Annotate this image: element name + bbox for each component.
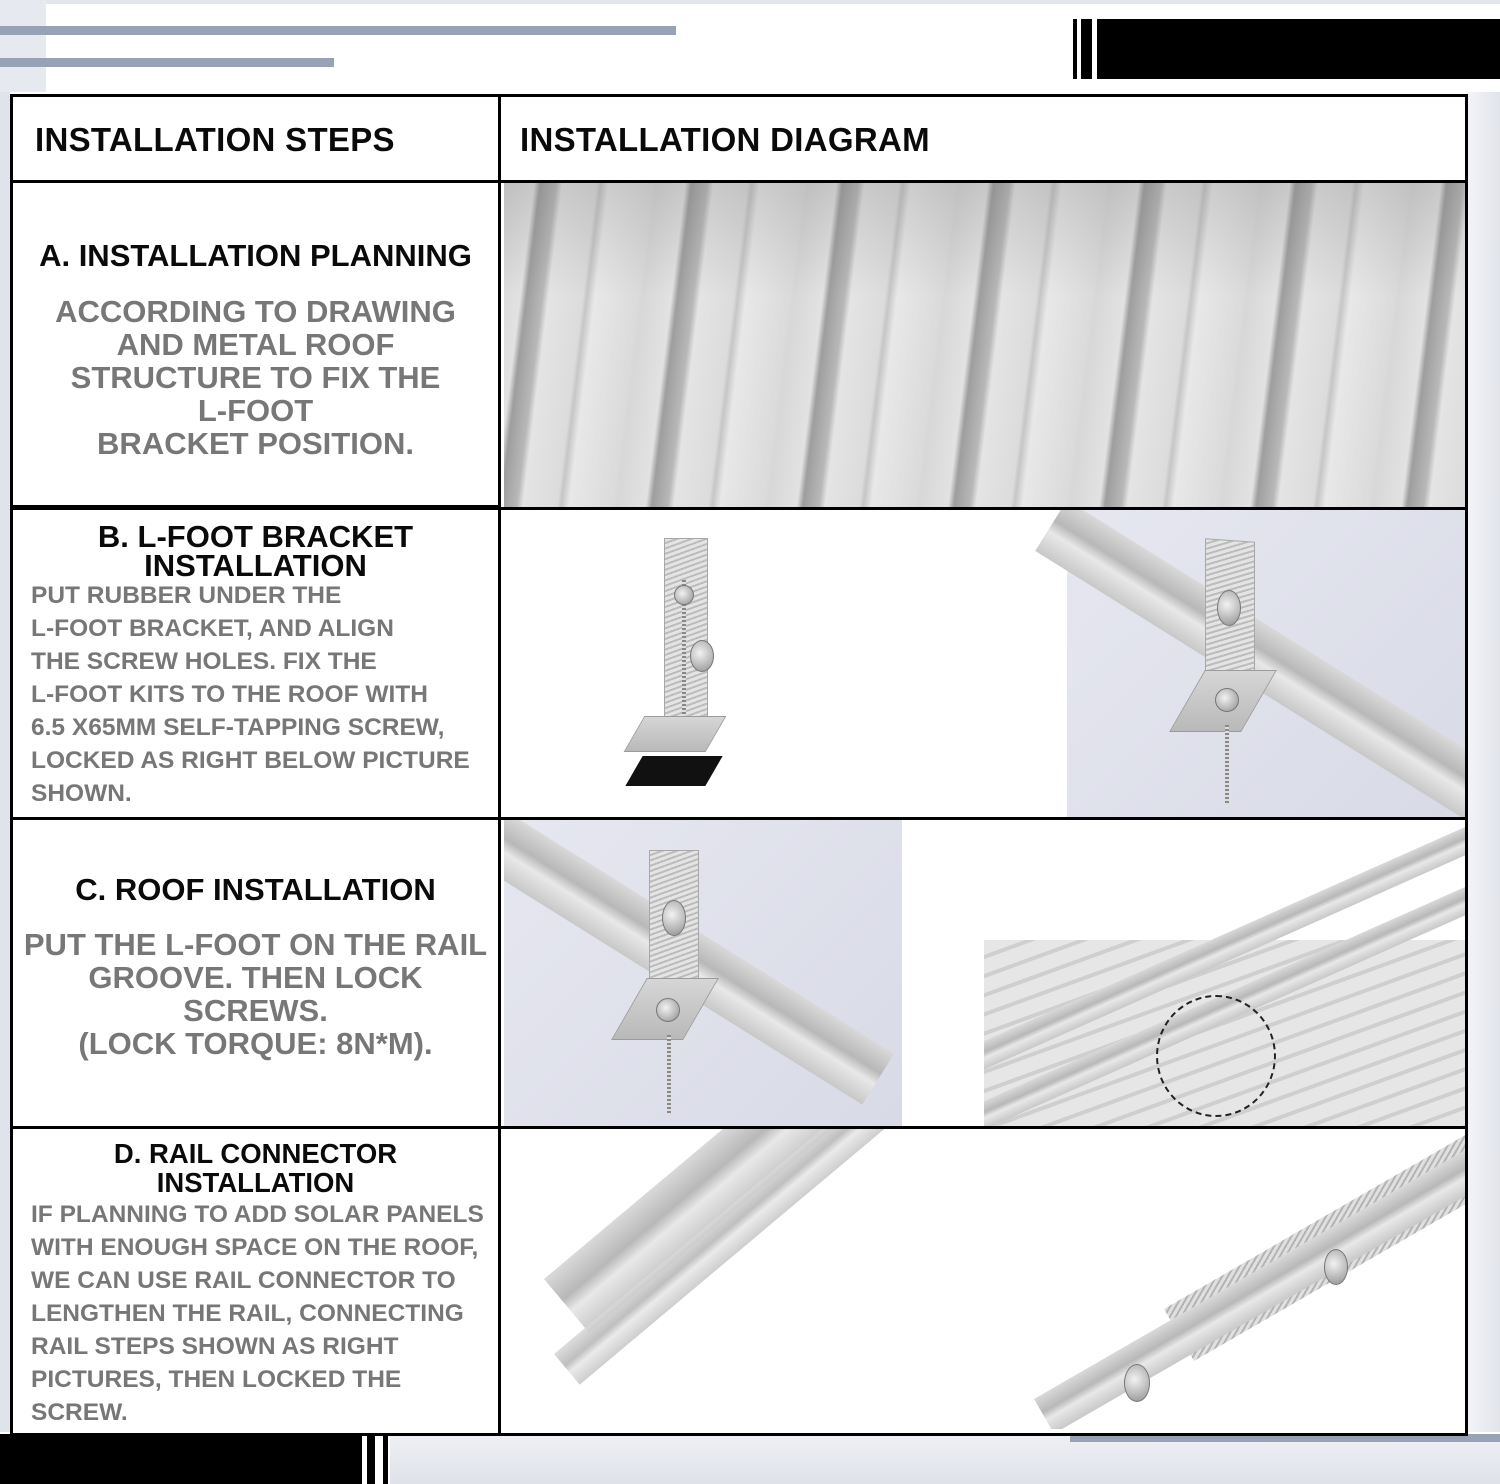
header-cell-steps: INSTALLATION STEPS [13, 97, 501, 180]
table-header-row: INSTALLATION STEPS INSTALLATION DIAGRAM [13, 97, 1465, 183]
left-edge-decor [0, 92, 10, 1432]
step-b-description: PUT RUBBER UNDER THE L-FOOT BRACKET, AND… [13, 579, 498, 810]
step-c-line: PUT THE L-FOOT ON THE RAIL [23, 927, 488, 962]
step-c-line: (LOCK TORQUE: 8N*M). [78, 1026, 433, 1061]
decor-bar-long [0, 26, 676, 35]
step-d-line: RAIL STEPS SHOWN AS RIGHT [31, 1333, 399, 1360]
step-d-line: PICTURES, THEN LOCKED THE SCREW. [31, 1366, 402, 1426]
l-foot-on-rail-image [504, 820, 902, 1126]
decor-black-stripe [367, 1434, 375, 1484]
decor-black-stripe [1081, 19, 1092, 79]
row-divider [13, 505, 498, 510]
step-c-line: GROOVE. THEN LOCK [88, 960, 423, 995]
step-c-text-cell: C. ROOF INSTALLATION PUT THE L-FOOT ON T… [13, 820, 501, 1126]
step-row-a: A. INSTALLATION PLANNING ACCORDING TO DR… [13, 183, 1465, 510]
steps-column-title: INSTALLATION STEPS [35, 121, 395, 158]
step-b-line: L-FOOT KITS TO THE ROOF WITH [31, 681, 428, 708]
step-b-line: LOCKED AS RIGHT BELOW PICTURE [31, 747, 470, 774]
step-a-line: L-FOOT [197, 393, 314, 428]
step-c-title: C. ROOF INSTALLATION [75, 872, 436, 907]
decor-black-stripe [1073, 19, 1077, 79]
l-foot-bracket-image [604, 530, 764, 800]
step-b-line: 6.5 X65MM SELF-TAPPING SCREW, [31, 714, 445, 741]
arrow-right-icon [806, 615, 1046, 725]
step-d-diagram-cell [504, 1129, 1465, 1433]
decor-black-block [1097, 19, 1500, 79]
decor-bar-short [0, 58, 334, 67]
step-d-line: WITH ENOUGH SPACE ON THE ROOF, [31, 1234, 479, 1261]
right-edge-decor [1466, 92, 1500, 1432]
step-b-line: PUT RUBBER UNDER THE [31, 582, 342, 609]
l-foot-on-rail-image [1035, 510, 1465, 817]
step-a-line: BRACKET POSITION. [97, 426, 414, 461]
step-row-d: D. RAIL CONNECTOR INSTALLATION IF PLANNI… [13, 1129, 1465, 1433]
step-b-title: B. L-FOOT BRACKET INSTALLATION [13, 519, 498, 583]
left-decor-strip [0, 0, 46, 92]
bottom-decor-band [390, 1434, 1500, 1484]
step-row-b: B. L-FOOT BRACKET INSTALLATION PUT RUBBE… [13, 510, 1465, 820]
step-row-c: C. ROOF INSTALLATION PUT THE L-FOOT ON T… [13, 820, 1465, 1129]
step-a-text-cell: A. INSTALLATION PLANNING ACCORDING TO DR… [13, 183, 501, 507]
step-a-line: STRUCTURE TO FIX THE [70, 360, 441, 395]
step-a-description: ACCORDING TO DRAWING AND METAL ROOF STRU… [13, 295, 498, 460]
metal-roof-image [504, 183, 1465, 507]
step-b-line: L-FOOT BRACKET, AND ALIGN [31, 615, 394, 642]
step-d-line: IF PLANNING TO ADD SOLAR PANELS [31, 1201, 484, 1228]
step-a-title: A. INSTALLATION PLANNING [39, 238, 472, 273]
arrow-right-icon [806, 1259, 1046, 1369]
decor-black-stripe [383, 1434, 388, 1484]
step-a-diagram-cell [504, 183, 1465, 507]
diagram-column-title: INSTALLATION DIAGRAM [520, 121, 930, 158]
step-b-diagram-cell [504, 510, 1465, 817]
step-b-title-line: B. L-FOOT BRACKET [97, 519, 414, 554]
installation-table: INSTALLATION STEPS INSTALLATION DIAGRAM … [10, 94, 1468, 1436]
step-c-description: PUT THE L-FOOT ON THE RAIL GROOVE. THEN … [13, 928, 498, 1060]
step-b-line: SHOWN. [31, 780, 132, 807]
step-b-title-line: INSTALLATION [144, 548, 367, 583]
step-d-description: IF PLANNING TO ADD SOLAR PANELS WITH ENO… [13, 1198, 498, 1429]
step-b-line: THE SCREW HOLES. FIX THE [31, 648, 377, 675]
step-d-line: WE CAN USE RAIL CONNECTOR TO [31, 1267, 456, 1294]
step-c-diagram-cell [504, 820, 1465, 1126]
bottom-decor-accent [1070, 1434, 1500, 1442]
step-a-line: AND METAL ROOF [116, 327, 395, 362]
step-a-line: ACCORDING TO DRAWING [55, 294, 456, 329]
header-cell-diagram: INSTALLATION DIAGRAM [504, 97, 1465, 180]
rail-connector-joined-image [1034, 1129, 1465, 1429]
decor-black-block [0, 1434, 362, 1484]
roof-rails-image [984, 820, 1465, 1126]
step-c-line: SCREWS. [183, 993, 328, 1028]
highlight-circle [1156, 995, 1276, 1117]
step-d-title: D. RAIL CONNECTOR INSTALLATION [113, 1138, 398, 1198]
step-b-text-cell: B. L-FOOT BRACKET INSTALLATION PUT RUBBE… [13, 510, 501, 817]
top-decor-strip [0, 0, 1500, 4]
step-d-text-cell: D. RAIL CONNECTOR INSTALLATION IF PLANNI… [13, 1129, 501, 1433]
step-d-line: LENGTHEN THE RAIL, CONNECTING [31, 1300, 464, 1327]
